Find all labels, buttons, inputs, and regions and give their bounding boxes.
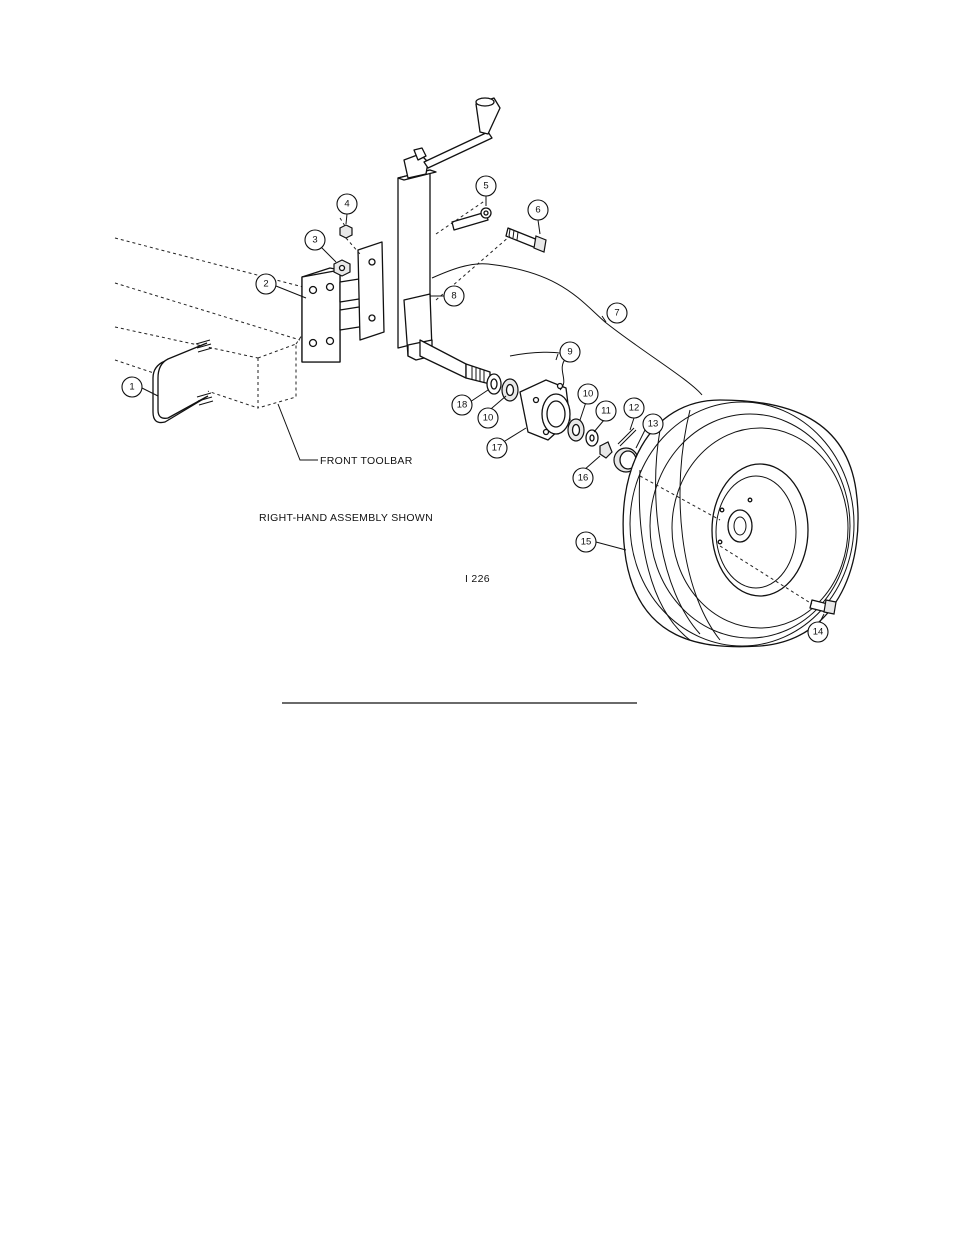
svg-text:10: 10	[583, 389, 594, 400]
washer	[586, 430, 598, 446]
callout-12: 12	[624, 398, 644, 418]
callout-1: 1	[122, 377, 142, 397]
svg-text:6: 6	[535, 205, 540, 216]
svg-text:17: 17	[492, 443, 503, 454]
outer-bearing	[568, 419, 584, 441]
castle-nut	[600, 442, 612, 458]
lock-nut	[334, 260, 350, 276]
svg-text:2: 2	[263, 279, 268, 290]
callout-7: 7	[607, 303, 627, 323]
callout-10a: 10	[478, 408, 498, 428]
jack-stand	[398, 98, 500, 360]
spindle	[420, 340, 490, 384]
callout-2: 2	[256, 274, 276, 294]
callout-14: 14	[808, 622, 828, 642]
wheel-rim	[712, 464, 808, 596]
svg-text:1: 1	[129, 382, 134, 393]
assembly-note: RIGHT-HAND ASSEMBLY SHOWN	[259, 512, 433, 524]
callout-5: 5	[476, 176, 496, 196]
grease-seal	[487, 374, 501, 394]
u-bolt	[153, 340, 213, 423]
svg-text:8: 8	[451, 291, 456, 302]
svg-text:18: 18	[457, 400, 468, 411]
svg-text:16: 16	[578, 473, 589, 484]
callout-16: 16	[573, 468, 593, 488]
callout-11: 11	[596, 401, 616, 421]
front-toolbar-label: FRONT TOOLBAR	[320, 455, 413, 467]
hex-nut	[340, 225, 352, 238]
svg-text:5: 5	[483, 181, 488, 192]
svg-text:13: 13	[648, 419, 659, 430]
svg-text:11: 11	[601, 406, 611, 417]
callout-17: 17	[487, 438, 507, 458]
wheel-hub	[520, 380, 570, 440]
callout-10b: 10	[578, 384, 598, 404]
svg-text:14: 14	[813, 627, 824, 638]
svg-text:12: 12	[629, 403, 640, 414]
front-toolbar	[115, 238, 330, 408]
callout-8: 8	[444, 286, 464, 306]
callout-9: 9	[560, 342, 580, 362]
callout-13: 13	[643, 414, 663, 434]
callout-3: 3	[305, 230, 325, 250]
svg-text:7: 7	[614, 308, 619, 319]
svg-text:9: 9	[567, 347, 572, 358]
callout-6: 6	[528, 200, 548, 220]
svg-text:3: 3	[312, 235, 317, 246]
cotter-pin	[618, 428, 636, 446]
callout-15: 15	[576, 532, 596, 552]
drawing-id: I 226	[465, 573, 490, 585]
callout-18: 18	[452, 395, 472, 415]
svg-text:10: 10	[483, 413, 494, 424]
svg-text:4: 4	[344, 199, 349, 210]
callout-4: 4	[337, 194, 357, 214]
svg-text:15: 15	[581, 537, 592, 548]
